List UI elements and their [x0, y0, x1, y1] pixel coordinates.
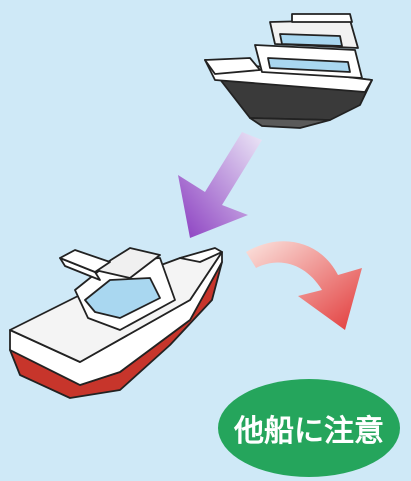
- warning-badge: 他船に注意: [218, 379, 400, 477]
- distant-boat: [204, 13, 373, 129]
- approaching-boat: [9, 247, 223, 399]
- approach-arrow: [178, 132, 262, 238]
- warning-badge-text: 他船に注意: [234, 414, 384, 449]
- turn-away-arrow: [246, 241, 362, 330]
